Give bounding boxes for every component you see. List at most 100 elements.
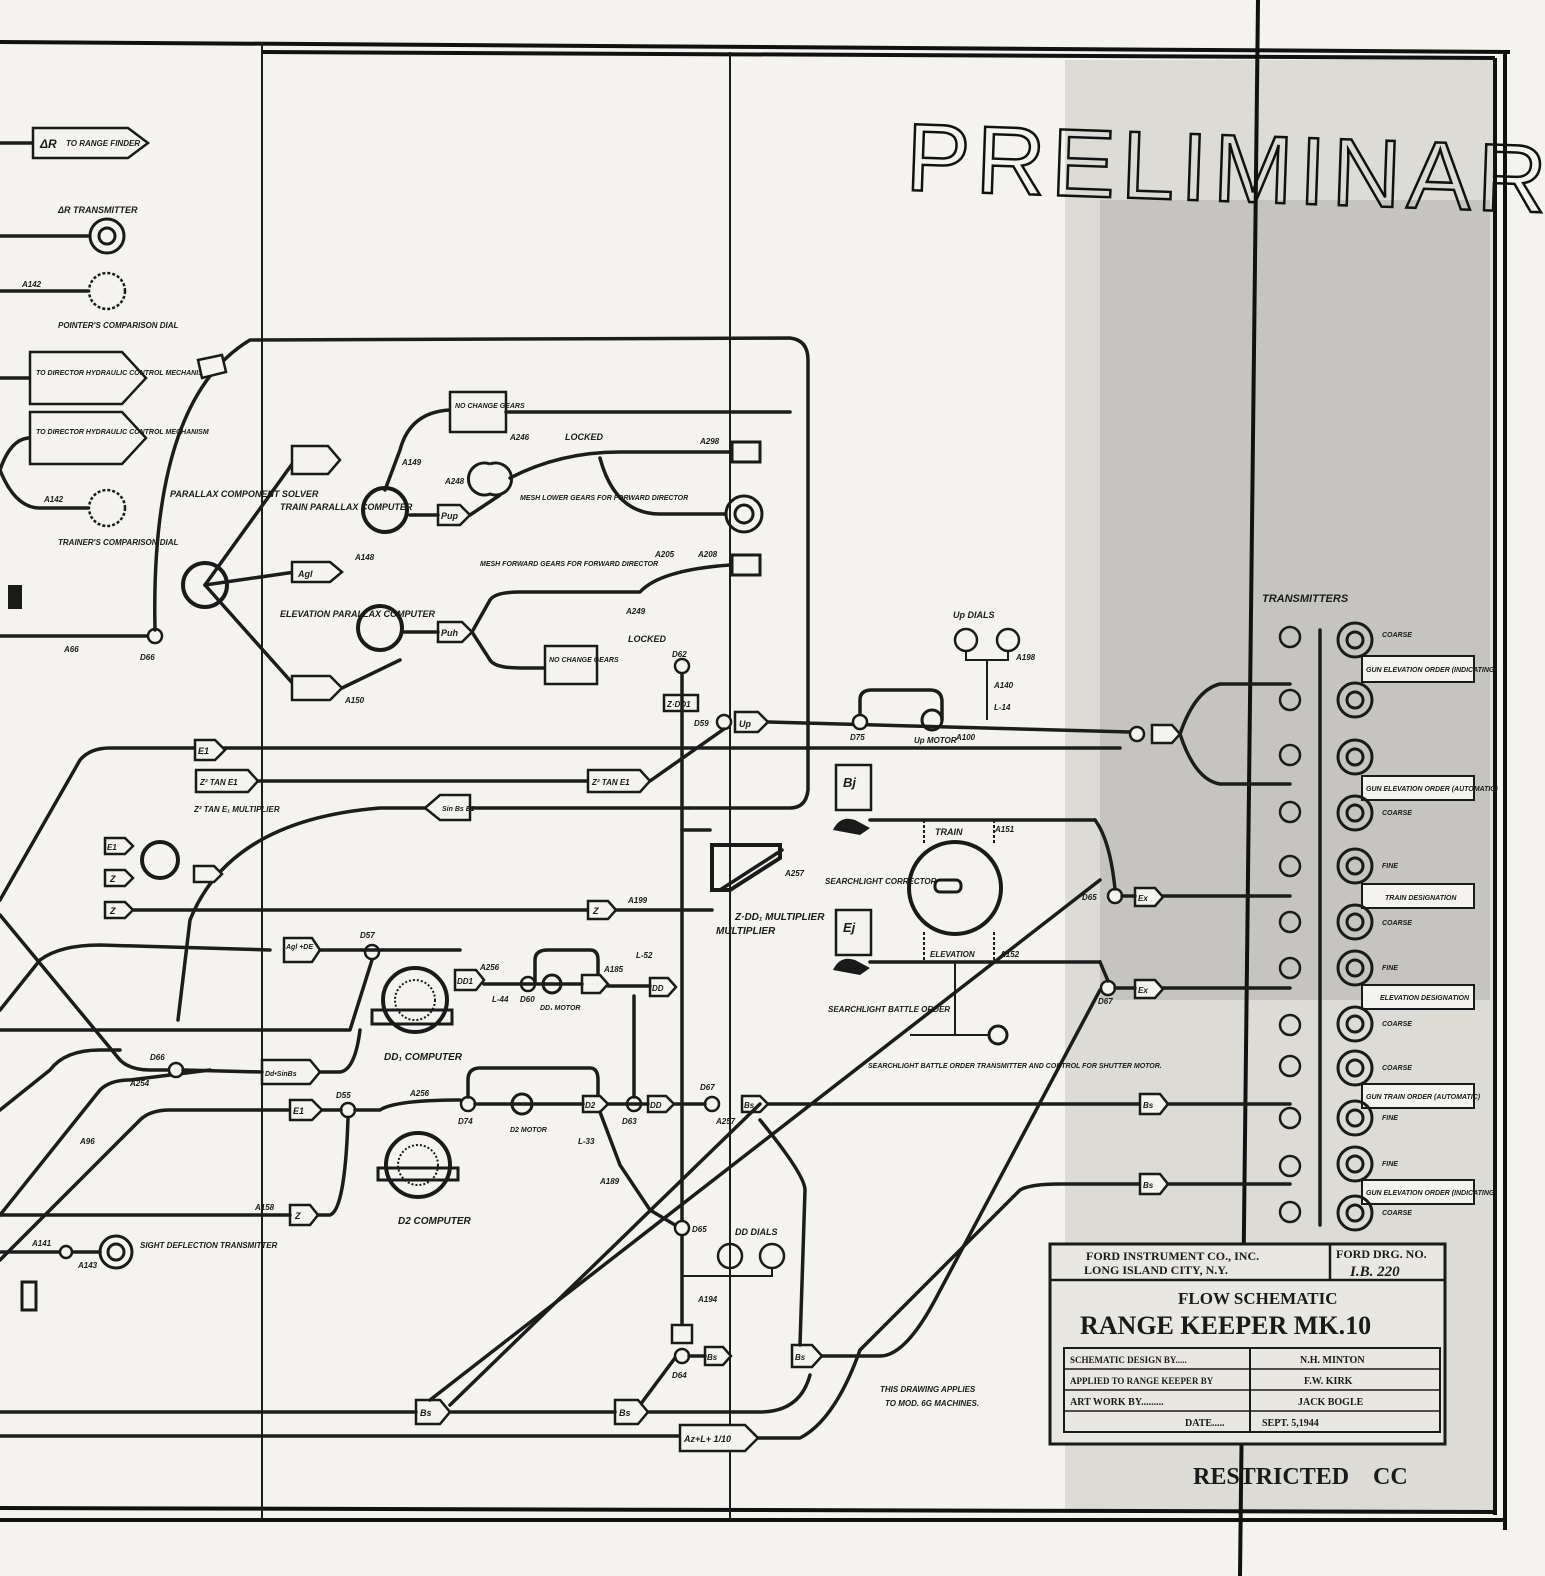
line-d52 xyxy=(598,1110,682,1230)
parallax-loop xyxy=(153,336,810,810)
dr-transmitter-inner xyxy=(97,226,117,246)
selsyn-icon xyxy=(1278,625,1302,649)
bj-label: Bj xyxy=(843,775,856,790)
transmitter-icon xyxy=(1336,681,1374,719)
transmitter-inner-icon xyxy=(1345,1058,1365,1078)
ref-a254: A254 xyxy=(129,1079,150,1088)
line-sin-bs xyxy=(176,806,427,1022)
ref-a66: A66 xyxy=(63,645,79,654)
diff-d66-lower xyxy=(167,1061,185,1079)
ref-a158: A158 xyxy=(254,1203,275,1212)
ref-a199: A199 xyxy=(627,896,648,905)
ref-a96: A96 xyxy=(79,1137,95,1146)
line-cross-4 xyxy=(0,1048,122,1112)
row-4-value: SEPT. 5,1944 xyxy=(1262,1418,1319,1429)
transmitter-row-7: FINE xyxy=(1278,949,1398,987)
ref-d60: D60 xyxy=(520,995,535,1004)
diff-d65 xyxy=(673,1219,691,1237)
row-3-value: JACK BOGLE xyxy=(1298,1397,1364,1408)
label-train-designation xyxy=(1361,883,1475,909)
box-z-right-label: Z xyxy=(592,906,599,916)
label-elevation-designation xyxy=(1361,984,1475,1010)
row-4-label: DATE..... xyxy=(1185,1418,1225,1429)
box-z2tan-b xyxy=(586,768,652,794)
box-z-small xyxy=(103,868,135,888)
transmitter-row-4: COARSE xyxy=(1278,794,1412,832)
elevation-designation-label: ELEVATION DESIGNATION xyxy=(1380,995,1470,1002)
transmitter-row-12: COARSE xyxy=(1278,1194,1412,1232)
locked-1-label: LOCKED xyxy=(565,432,604,442)
frame-top-inner xyxy=(261,50,1496,60)
box-dd1-label: DD1 xyxy=(457,977,474,986)
arrow-box-dr xyxy=(31,126,151,160)
dd1-computer-base xyxy=(370,1008,454,1026)
indicator-left xyxy=(8,585,22,609)
ref-d57: D57 xyxy=(360,931,375,940)
box-bs-lower-left-label: Bs xyxy=(619,1408,631,1418)
box-dd-sinbs xyxy=(260,1058,322,1086)
company-line-2: LONG ISLAND CITY, N.Y. xyxy=(1084,1263,1228,1277)
box-up-right xyxy=(1150,723,1182,745)
box-az xyxy=(678,1423,760,1453)
parallax-line-1 xyxy=(203,458,297,587)
transmitter-inner-icon xyxy=(1345,1108,1365,1128)
ref-d55: D55 xyxy=(336,1091,351,1100)
transmitter-inner-icon xyxy=(1345,803,1365,823)
parallax-solver-icon xyxy=(181,561,229,609)
box-d2 xyxy=(581,1094,610,1114)
transmitter-row-12-label: COARSE xyxy=(1382,1210,1412,1217)
dd1-multiplier-label: Z·DD₁ MULTIPLIER xyxy=(734,912,825,923)
elev-parallax-label: ELEVATION PARALLAX COMPUTER xyxy=(280,609,436,619)
box-e1-small-label: E1 xyxy=(107,843,117,852)
gear-a248 xyxy=(467,461,513,497)
up-motor-icon xyxy=(920,708,944,732)
company-line-1: FORD INSTRUMENT CO., INC. xyxy=(1086,1249,1259,1263)
diff-d67-lower xyxy=(703,1095,721,1113)
box-bs-lower-left xyxy=(613,1398,650,1426)
box-z-d2-label: Z xyxy=(294,1211,301,1221)
box-ex2-label: Ex xyxy=(1138,986,1148,995)
box-zdd1-label: Z·DD1 xyxy=(666,700,691,709)
gun-elev-order-label: GUN ELEVATION ORDER (INDICATING) xyxy=(1366,667,1497,674)
elev-parallax-computer-icon xyxy=(356,604,404,652)
ref-d65: D65 xyxy=(692,1225,707,1234)
ref-d75: D75 xyxy=(850,733,865,742)
dd1-computer-label: DD₁ COMPUTER xyxy=(384,1052,463,1063)
transmitter-inner-icon xyxy=(1345,856,1365,876)
diff-d75 xyxy=(851,713,869,731)
box-sin-lower xyxy=(290,674,344,702)
ref-a205: A205 xyxy=(654,550,675,559)
transmitter-row-5: FINE xyxy=(1278,847,1398,885)
footnote-line-1: THIS DRAWING APPLIES xyxy=(880,1385,976,1394)
box-pup xyxy=(436,503,472,527)
ref-l33: L-33 xyxy=(578,1137,595,1146)
sb-transmitter-icon xyxy=(987,1024,1009,1046)
selsyn-icon xyxy=(1278,910,1302,934)
box-z-mid-label: Z xyxy=(109,906,116,916)
no-change-gears-2 xyxy=(543,644,599,686)
dd1-computer-inner xyxy=(394,979,436,1021)
row-3-label: ART WORK BY......... xyxy=(1070,1397,1164,1408)
transmitter-inner-icon xyxy=(1345,1014,1365,1034)
frame-top xyxy=(0,40,1511,54)
line-puh-down xyxy=(470,630,547,670)
box-z2-small xyxy=(192,864,224,884)
box-dd1-2 xyxy=(580,973,610,995)
sight-transmitter-icon xyxy=(98,1234,134,1270)
line-dial-right xyxy=(598,456,727,516)
selsyn-icon xyxy=(1278,743,1302,767)
line-up-fork xyxy=(1178,682,1292,786)
ref-a185: A185 xyxy=(603,965,624,974)
box-az-label: Az+L+ 1/10 xyxy=(683,1434,731,1444)
line-ex2 xyxy=(1098,960,1292,990)
transmitter-icon xyxy=(1336,1099,1374,1137)
ref-a152: A152 xyxy=(999,950,1020,959)
counter-a208-icon xyxy=(730,553,762,577)
train-designation-label: TRAIN DESIGNATION xyxy=(1385,895,1457,902)
diff-sight xyxy=(58,1244,74,1260)
d2-computer-base xyxy=(376,1166,460,1182)
box-z2tan-a-label: Z² TAN E1 xyxy=(199,778,238,787)
ej-figure-icon xyxy=(833,958,870,975)
train-parallax-label: TRAIN PARALLAX COMPUTER xyxy=(280,502,413,512)
box-z2tan-b-label: Z² TAN E1 xyxy=(591,778,630,787)
